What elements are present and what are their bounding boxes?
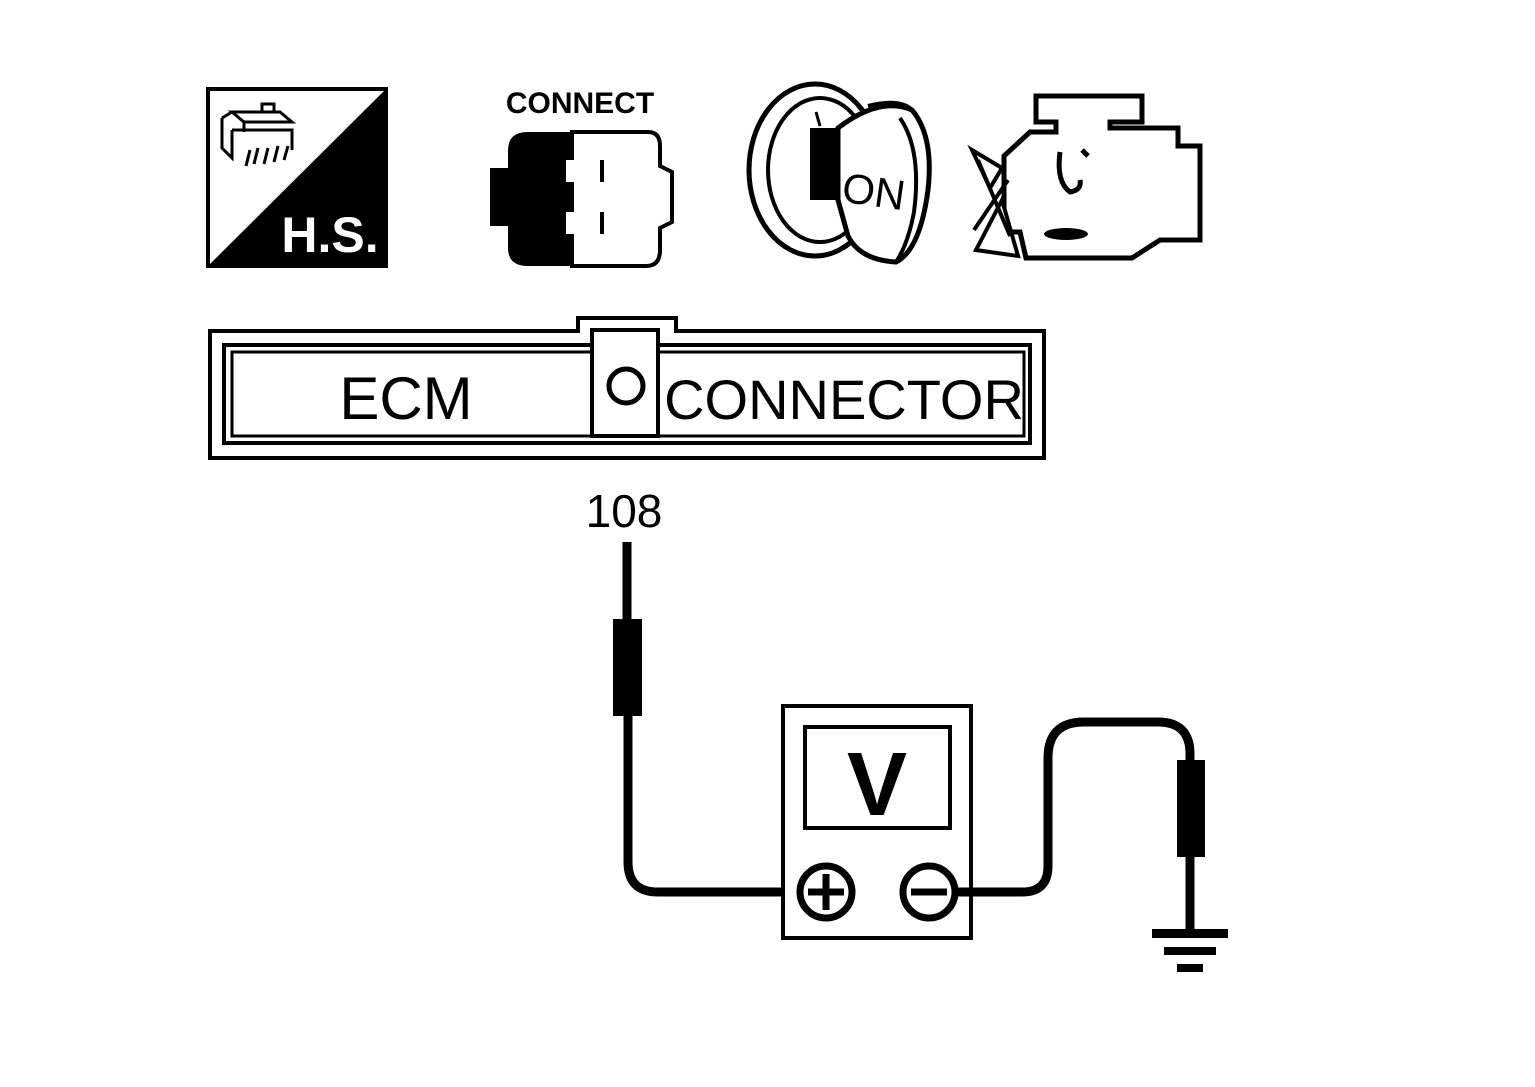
- harness-label: H.S.: [281, 207, 378, 263]
- negative-probe: [955, 717, 1205, 934]
- connector-connect-icon: CONNECT: [490, 87, 674, 268]
- terminal-number: 108: [586, 485, 663, 537]
- harness-connector-disconnect-icon: H.S.: [206, 87, 388, 268]
- connector-label: CONNECTOR: [664, 368, 1024, 431]
- plus-terminal-icon: [796, 862, 856, 922]
- ground-icon: [1152, 929, 1228, 972]
- terminal-pin: [606, 366, 646, 406]
- minus-terminal-icon: [899, 862, 959, 922]
- engine-stopped-icon: [967, 93, 1203, 261]
- voltmeter: V: [781, 704, 973, 940]
- ignition-key-on-icon: ON: [746, 81, 932, 265]
- meter-label: V: [847, 735, 907, 835]
- connect-label: CONNECT: [506, 87, 654, 120]
- positive-probe: [613, 542, 788, 897]
- ecm-connector: ECM CONNECTOR: [208, 316, 1046, 460]
- ignition-label: ON: [839, 164, 908, 219]
- ecm-label: ECM: [339, 365, 472, 432]
